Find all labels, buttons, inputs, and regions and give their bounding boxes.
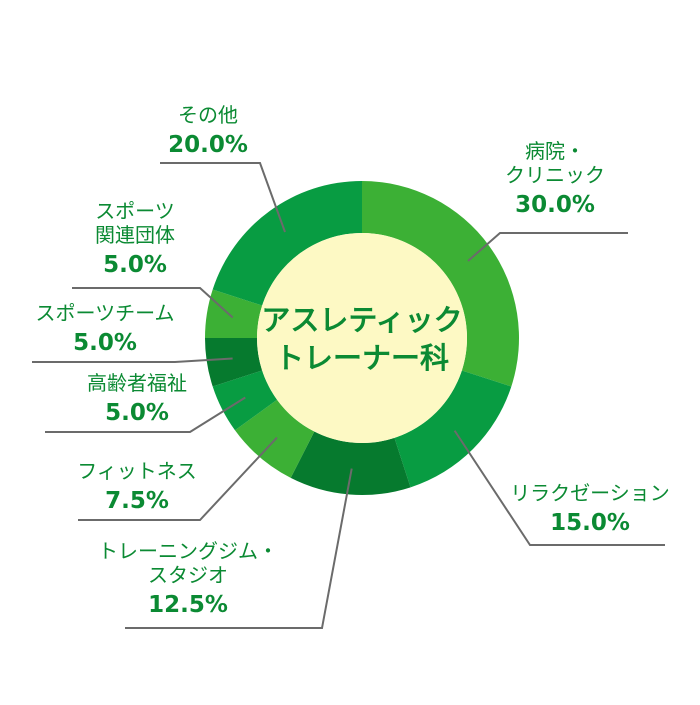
pie-slice bbox=[205, 289, 263, 338]
leader-line bbox=[72, 287, 234, 319]
slice-label: その他 bbox=[178, 103, 238, 127]
leader-line bbox=[45, 396, 246, 433]
pie-slice bbox=[362, 181, 519, 387]
pie-slice bbox=[290, 431, 411, 496]
leader-line bbox=[160, 162, 286, 233]
data-label: 30.0% bbox=[515, 192, 595, 218]
leader-line bbox=[467, 232, 628, 262]
chart-title: アスレティック bbox=[261, 303, 462, 337]
center-circle bbox=[257, 233, 467, 443]
data-label: 5.0% bbox=[103, 252, 167, 278]
leader-line bbox=[453, 430, 665, 546]
leader-line bbox=[125, 468, 353, 629]
pie-slice bbox=[394, 370, 512, 488]
pie-slice bbox=[212, 370, 278, 431]
data-label: 7.5% bbox=[105, 488, 169, 514]
slice-label: フィットネス bbox=[77, 459, 197, 483]
slice-label: 高齢者福祉 bbox=[87, 371, 187, 395]
data-label: 5.0% bbox=[105, 400, 169, 426]
data-label: 12.5% bbox=[148, 592, 228, 618]
data-label: 5.0% bbox=[73, 330, 137, 356]
slice-label: 関連団体 bbox=[95, 223, 175, 247]
data-label: 15.0% bbox=[550, 510, 630, 536]
slice-label: スポーツチーム bbox=[36, 301, 175, 325]
leader-line bbox=[78, 436, 278, 521]
slice-label: リラクゼーション bbox=[510, 481, 670, 505]
leader-line bbox=[32, 357, 233, 363]
pie-slice bbox=[212, 181, 362, 306]
slice-label: 病院・ bbox=[525, 139, 585, 163]
data-label: 20.0% bbox=[168, 132, 248, 158]
slice-label: スポーツ bbox=[95, 199, 175, 223]
slice-label: スタジオ bbox=[148, 563, 228, 587]
slice-label: トレーニングジム・ bbox=[98, 539, 278, 563]
slice-label: クリニック bbox=[505, 163, 605, 187]
chart-title: トレーナー科 bbox=[275, 341, 449, 375]
pie-slice bbox=[205, 338, 263, 387]
